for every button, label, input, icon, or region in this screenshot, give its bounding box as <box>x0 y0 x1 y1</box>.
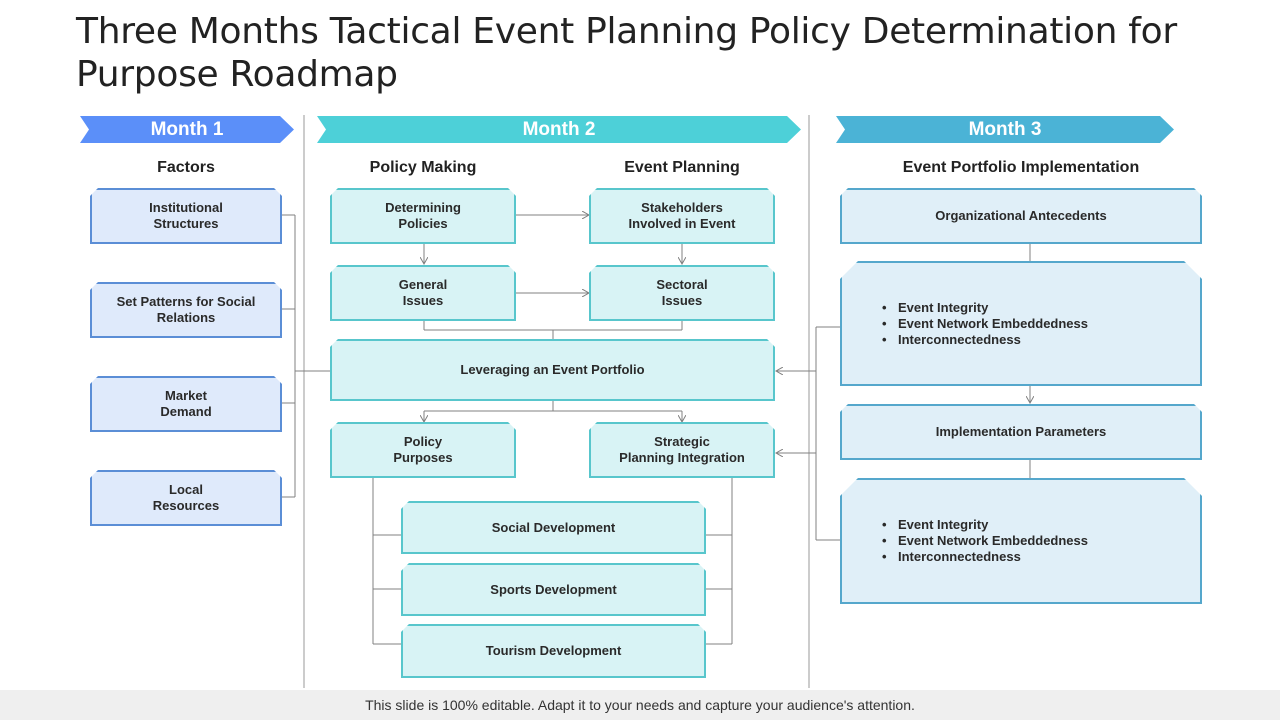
event-factors-list-2: Event Integrity Event Network Embeddedne… <box>898 517 1088 565</box>
list-item: Interconnectedness <box>898 549 1088 565</box>
event-factors-box-2: Event Integrity Event Network Embeddedne… <box>840 478 1202 604</box>
stakeholders-box: Stakeholders Involved in Event <box>589 188 775 244</box>
list-item: Interconnectedness <box>898 332 1088 348</box>
policy-purposes-box: Policy Purposes <box>330 422 516 478</box>
factor-social-relations: Set Patterns for Social Relations <box>90 282 282 338</box>
event-factors-list-1: Event Integrity Event Network Embeddedne… <box>898 300 1088 348</box>
strategic-planning-box: Strategic Planning Integration <box>589 422 775 478</box>
page-title: Three Months Tactical Event Planning Pol… <box>76 11 1177 95</box>
policy-making-heading: Policy Making <box>369 159 477 176</box>
sectoral-issues-box: Sectoral Issues <box>589 265 775 321</box>
month-2-banner: Month 2 <box>317 116 801 143</box>
sports-development-box: Sports Development <box>401 563 706 616</box>
factors-heading: Factors <box>157 159 215 176</box>
list-item: Event Network Embeddedness <box>898 533 1088 549</box>
list-item: Event Integrity <box>898 517 1088 533</box>
month-3-banner: Month 3 <box>836 116 1174 143</box>
implementation-parameters-box: Implementation Parameters <box>840 404 1202 460</box>
social-development-box: Social Development <box>401 501 706 554</box>
factor-local-resources: Local Resources <box>90 470 282 526</box>
determining-policies-box: Determining Policies <box>330 188 516 244</box>
list-item: Event Network Embeddedness <box>898 316 1088 332</box>
factor-institutional-structures: Institutional Structures <box>90 188 282 244</box>
tourism-development-box: Tourism Development <box>401 624 706 678</box>
leveraging-event-portfolio-box: Leveraging an Event Portfolio <box>330 339 775 401</box>
event-factors-box-1: Event Integrity Event Network Embeddedne… <box>840 261 1202 386</box>
event-planning-heading: Event Planning <box>624 159 740 176</box>
organizational-antecedents-box: Organizational Antecedents <box>840 188 1202 244</box>
month-1-banner: Month 1 <box>80 116 294 143</box>
factor-market-demand: Market Demand <box>90 376 282 432</box>
list-item: Event Integrity <box>898 300 1088 316</box>
general-issues-box: General Issues <box>330 265 516 321</box>
footer-note: This slide is 100% editable. Adapt it to… <box>0 690 1280 720</box>
implementation-heading: Event Portfolio Implementation <box>902 159 1140 176</box>
